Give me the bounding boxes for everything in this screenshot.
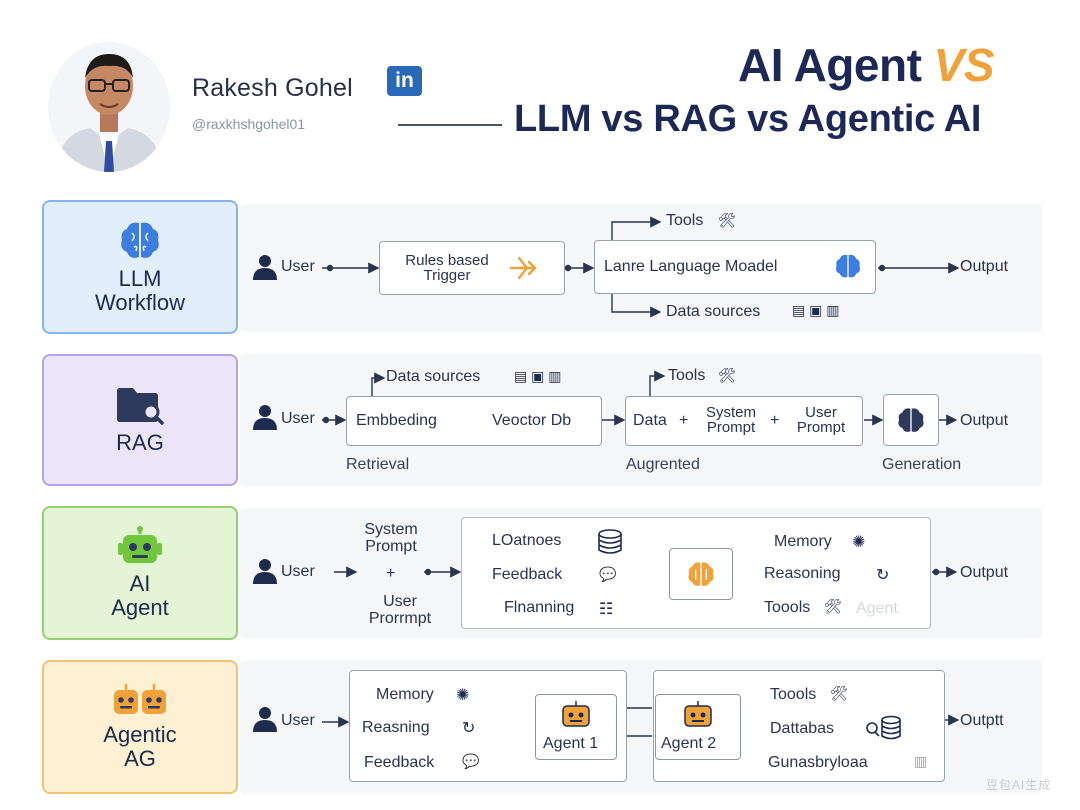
agentic-feedback-label: Feedback [364,754,435,771]
folder-search-icon [117,388,164,425]
llm-data-sources-label: Data sources [666,303,761,320]
database-icon [598,529,622,554]
user-icon [253,255,277,280]
watermark: 豆包AI生成 [986,778,1052,792]
stage-retrieval: Retrieval [346,456,410,473]
rag-card: RAG [42,354,238,486]
title-accent: VS [933,39,995,91]
agentic-user-label: User [281,712,315,729]
generation-box [883,394,939,446]
agentic-reasoning-label: Reasning [362,719,430,736]
agent-reasoning-label: Reasoning [764,565,841,582]
agent-memory-label: Memory [774,533,832,550]
agent-output-label: Output [960,564,1009,581]
agentic-label: Agentic AG [103,722,177,771]
robots-icon [114,684,166,714]
agent-user-prompt: User Prorrmpt [368,593,432,627]
refresh-icon: ↻ [876,567,890,584]
planning-icon: ☷ [599,601,614,618]
agentic-database-label: Dattabas [770,720,835,737]
agent-ghost-label: Agent [856,600,898,617]
page-subtitle: LLM vs RAG vs Agentic AI [514,98,982,140]
data-sources-icon: ▤ ▣ ▥ [514,368,562,384]
stage-generation: Generation [882,456,962,473]
robot-icon [118,526,162,563]
author-avatar [48,42,170,172]
agent-plus: + [386,565,396,582]
agent-user-label: User [281,563,315,580]
robot-icon [684,701,712,727]
rag-user-label: User [281,410,315,427]
database-icon [866,715,901,740]
page-title: AI Agent VS [738,38,995,92]
vector-db-label: Veoctor Db [492,412,572,429]
flow-arrows-icon [509,256,537,280]
agent-planning-label: Flnanning [504,599,575,616]
feedback-icon: 💬 [462,753,480,769]
augmented-box [625,396,863,446]
robot-icon [562,701,590,727]
feedback-icon: 💬 [599,566,617,582]
rag-label: RAG [116,430,164,455]
ai-agent-label: AI Agent [111,571,169,620]
large-language-model-label: Lanre Language Moadel [604,258,778,275]
chip-icon: ✺ [852,534,866,551]
tools-icon: 🛠 [824,598,842,614]
brain-icon [121,222,159,258]
agent-databases-label: LOatnoes [492,532,562,549]
llm-user-label: User [281,258,315,275]
tools-icon: 🛠 [718,367,736,383]
rules-trigger-label: Rules based Trigger [405,252,489,284]
author-name: Rakesh Gohel [192,74,353,102]
agent-tools-label: Toools [764,599,811,616]
augmented-user-prompt: User Prompt [796,404,846,436]
user-icon [253,559,277,584]
agent1-label: Agent 1 [543,735,599,752]
rag-output-label: Output [960,412,1009,429]
author-handle: @raxkhshgohel01 [192,116,306,132]
agentic-guard-label: Gunasbryloaa [768,754,868,771]
augmented-system-prompt: System Prompt [705,404,756,436]
brain-icon [836,254,860,278]
ai-agent-card: AI Agent [42,506,238,640]
header-divider [398,124,502,126]
llm-workflow-label: LLM Workflow [94,266,186,315]
data-sources-icon: ▥ [914,753,928,769]
rag-data-sources-label: Data sources [386,368,481,385]
agent-core-box [669,548,733,600]
rag-tools-label: Tools [668,367,706,384]
llm-workflow-card: LLM Workflow [42,200,238,334]
refresh-icon: ↻ [462,720,476,737]
tools-icon: 🛠 [830,685,848,701]
brain-icon [898,408,924,432]
agentic-card: Agentic AG [42,660,238,794]
agent-system-prompt: System Prompt [364,521,418,555]
agent2-label: Agent 2 [661,735,717,752]
linkedin-icon[interactable]: in [387,66,422,96]
augmented-data-label: Data [633,412,667,429]
llm-output-label: Output [960,258,1009,275]
llm-tools-label: Tools [666,212,704,229]
agentic-memory-label: Memory [376,686,434,703]
title-main: AI Agent [738,39,934,91]
large-language-model-box [594,240,876,294]
augmented-plus-1: + [679,412,689,429]
augmented-plus-2: + [770,412,780,429]
agentic-output-label: Outptt [960,712,1004,729]
user-icon [253,707,277,732]
agentic-tools-label: Toools [770,686,817,703]
agent-feedback-label: Feedback [492,566,563,583]
data-sources-icon: ▤ ▣ ▥ [792,302,840,318]
retrieval-box [346,396,602,446]
embedding-label: Embbeding [356,412,437,429]
stage-augmented: Augrented [626,456,700,473]
chip-icon: ✺ [456,687,470,704]
user-icon [253,405,277,430]
brain-icon [688,562,714,586]
tools-icon: 🛠 [718,212,736,228]
